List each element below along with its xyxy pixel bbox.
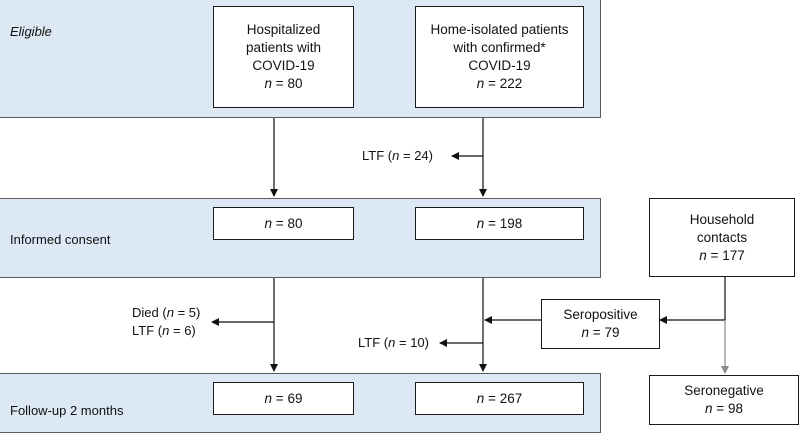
- died-ltf-label: Died (n = 5) LTF (n = 6): [132, 305, 201, 338]
- followup-home-count: n = 267: [476, 390, 523, 406]
- home-isolated-box: Home-isolated patients with confirmed* C…: [415, 6, 584, 108]
- ltf-24-label: LTF (n = 24): [362, 148, 433, 163]
- seropositive-box: Seropositive n = 79: [541, 299, 660, 349]
- followup-stage-label: Follow-up 2 months: [10, 403, 124, 418]
- consent-stage-label: Informed consent: [10, 232, 111, 247]
- household-box: Household contacts n = 177: [649, 198, 795, 277]
- ltf-10-label: LTF (n = 10): [358, 335, 429, 350]
- followup-hosp-count: n = 69: [264, 390, 303, 406]
- seronegative-label: Seronegative: [684, 383, 764, 398]
- seronegative-box: Seronegative n = 98: [649, 375, 799, 425]
- household-line2: contacts: [696, 229, 748, 245]
- household-line1: Household: [689, 211, 755, 227]
- hospitalized-line1: Hospitalized: [246, 22, 321, 37]
- seronegative-count: n = 98: [705, 401, 743, 416]
- home-isolated-line1: Home-isolated patients: [430, 22, 569, 37]
- household-count: n = 177: [699, 247, 745, 263]
- home-isolated-count: n = 222: [476, 76, 523, 91]
- home-isolated-line2: with confirmed*: [453, 40, 546, 55]
- hospitalized-line2: patients with: [245, 40, 322, 55]
- consent-home-count: n = 198: [476, 215, 523, 231]
- followup-home-box: n = 267: [415, 382, 584, 415]
- seropositive-label: Seropositive: [563, 307, 638, 322]
- hospitalized-line3: COVID-19: [252, 58, 315, 73]
- consent-home-box: n = 198: [415, 207, 584, 240]
- hospitalized-box: Hospitalized patients with COVID-19 n = …: [213, 6, 354, 108]
- seropositive-count: n = 79: [581, 325, 620, 340]
- eligible-stage-label: Eligible: [10, 24, 52, 39]
- hospitalized-count: n = 80: [264, 76, 303, 91]
- home-isolated-line3: COVID-19: [468, 58, 531, 73]
- consent-hosp-box: n = 80: [213, 207, 354, 240]
- followup-hosp-box: n = 69: [213, 382, 354, 415]
- flow-arrows: [211, 118, 729, 374]
- consent-hosp-count: n = 80: [264, 215, 303, 231]
